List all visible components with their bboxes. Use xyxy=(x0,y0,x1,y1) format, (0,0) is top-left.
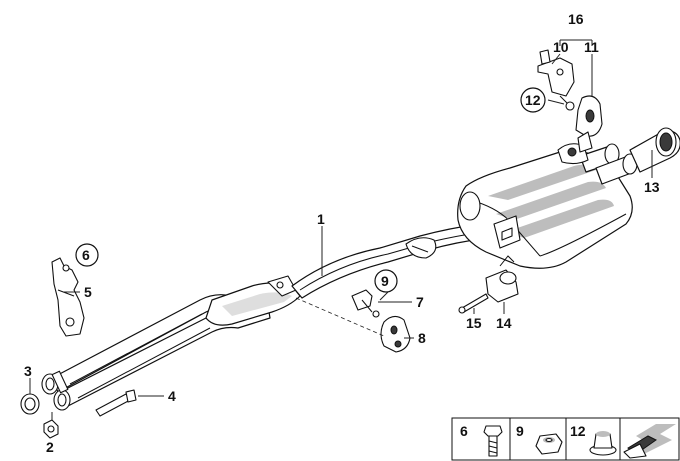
legend-cell-6 xyxy=(451,417,511,461)
callout-2: 2 xyxy=(46,439,54,455)
nut-2 xyxy=(43,419,59,439)
bolt-4 xyxy=(95,389,137,417)
callout-12: 12 xyxy=(525,92,541,108)
rubber-bushing-14 xyxy=(485,255,519,303)
hanger-7 xyxy=(351,289,380,318)
legend-label-6: 6 xyxy=(460,423,468,439)
arrow-icon xyxy=(623,424,676,459)
bracket-5 xyxy=(51,257,85,337)
callout-8: 8 xyxy=(418,330,426,346)
callout-13: 13 xyxy=(644,179,660,195)
callout-10: 10 xyxy=(553,39,569,55)
legend-strip: 6 9 12 xyxy=(451,417,680,461)
rear-muffler xyxy=(457,150,633,269)
callout-circle-9 xyxy=(374,269,398,293)
center-resonator xyxy=(205,275,301,326)
flange-nut-icon xyxy=(589,431,617,456)
callout-14: 14 xyxy=(496,315,512,331)
callout-15: 15 xyxy=(466,315,482,331)
callout-circle-12 xyxy=(520,87,546,113)
leader-lines xyxy=(29,39,653,420)
callout-7: 7 xyxy=(416,294,424,310)
callout-6: 6 xyxy=(82,247,90,263)
callout-4: 4 xyxy=(168,388,176,404)
nut-icon xyxy=(535,433,563,455)
main-rear-pipe xyxy=(291,223,489,299)
callout-11: 11 xyxy=(584,39,599,55)
legend-label-12: 12 xyxy=(570,423,586,439)
callout-5: 5 xyxy=(84,284,92,300)
callout-1: 1 xyxy=(317,211,325,227)
rubber-mount-8 xyxy=(380,315,411,353)
callout-9: 9 xyxy=(381,273,389,289)
tailpipe-tip xyxy=(629,127,680,173)
callout-3: 3 xyxy=(24,363,32,379)
callout-circle-6 xyxy=(75,243,99,267)
gasket-3 xyxy=(20,393,40,415)
bolt-icon xyxy=(483,425,503,457)
hanger-bracket-assembly xyxy=(537,49,603,153)
bolt-15 xyxy=(458,293,489,314)
callout-16: 16 xyxy=(568,11,584,27)
legend-label-9: 9 xyxy=(516,423,524,439)
